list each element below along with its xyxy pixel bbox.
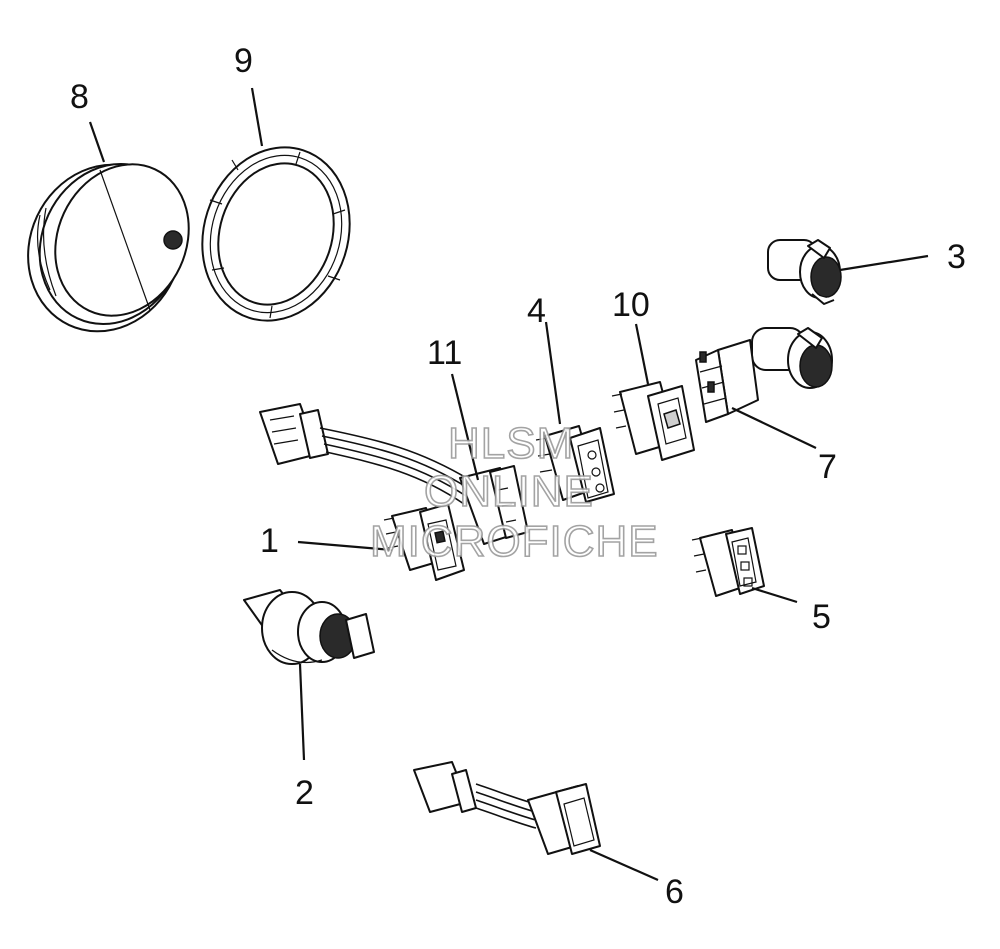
part-9-bezel-ring[interactable] <box>180 128 371 340</box>
callout-8: 8 <box>70 78 89 116</box>
part-10-switch[interactable] <box>611 381 695 461</box>
part-7-bracket[interactable] <box>695 339 759 423</box>
leader-lines <box>88 87 929 882</box>
part-4-switch[interactable] <box>535 425 615 503</box>
watermark-line-1: HLSM <box>448 419 574 468</box>
callout-11: 11 <box>427 334 462 372</box>
part-1-switch[interactable] <box>383 503 465 581</box>
part-7-socket[interactable] <box>751 327 833 389</box>
callout-4: 4 <box>527 292 546 330</box>
callout-2: 2 <box>295 774 314 812</box>
callout-9: 9 <box>234 42 253 80</box>
callout-5: 5 <box>812 598 831 636</box>
part-11-switch-harness[interactable] <box>259 403 529 545</box>
part-8-gauge[interactable] <box>1 139 213 356</box>
part-5-switch[interactable] <box>691 527 765 597</box>
part-3-power-socket[interactable] <box>767 239 842 305</box>
part-6-switch-harness[interactable] <box>413 761 601 855</box>
watermark: HLSM ONLINE MICROFICHE <box>369 418 659 567</box>
callout-10: 10 <box>612 286 650 324</box>
callout-7: 7 <box>818 448 837 486</box>
callout-3: 3 <box>947 238 966 276</box>
part-2-ignition-switch[interactable] <box>243 589 375 665</box>
watermark-line-2: ONLINE <box>424 467 594 516</box>
callout-6: 6 <box>665 873 684 911</box>
callout-1: 1 <box>260 522 279 560</box>
watermark-line-3: MICROFICHE <box>370 517 659 566</box>
callout-labels: 8 9 3 10 4 11 7 1 5 2 6 <box>70 42 966 911</box>
